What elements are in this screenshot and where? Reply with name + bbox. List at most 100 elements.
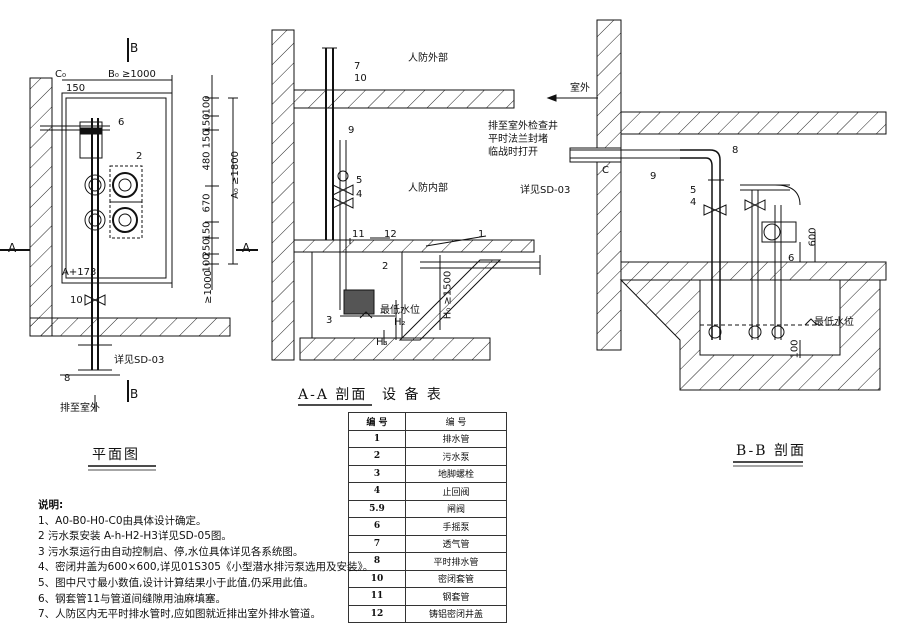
aa-title: A-A 剖面 — [298, 387, 368, 403]
bb-title: B-B 剖面 — [736, 443, 807, 459]
equipment-name: 污水泵 — [405, 447, 507, 466]
plan-pit-outline — [61, 92, 173, 284]
equipment-header-no: 编 号 — [348, 412, 406, 431]
bb-dim-600: 600 — [807, 227, 819, 247]
plan-dim-670: 670 — [201, 193, 213, 213]
plan-mark-2: 2 — [136, 151, 143, 162]
equipment-no: 3 — [348, 464, 406, 483]
aa-mark-3: 3 — [326, 315, 333, 326]
aa-zone-outside: 人防外部 — [408, 53, 448, 64]
aa-mark-2: 2 — [382, 261, 389, 272]
bb-min-level: 最低水位 — [814, 317, 854, 328]
notes-line: 1、A0-B0-H0-C0由具体设计确定。 — [38, 514, 207, 527]
plan-section-mark-a-right: A — [242, 241, 251, 255]
aa-pit-bottom — [299, 337, 491, 361]
plan-dim-480: 480 — [201, 151, 213, 171]
bb-left-wall — [596, 19, 622, 351]
bb-mark-4: 4 — [690, 197, 697, 208]
notes-line: 6、钢套管11与管道间缝隙用油麻填塞。 — [38, 592, 227, 605]
pump-1-outline — [84, 174, 106, 196]
aa-top-slab — [293, 89, 515, 109]
bb-note-line-2: 平时法兰封堵 — [488, 134, 548, 145]
plan-view — [0, 38, 258, 412]
plan-dim-b0: B₀ ≥1000 — [108, 69, 156, 80]
notes-block: 说明: 1、A0-B0-H0-C0由具体设计确定。 2 污水泵安装 A-h-H2… — [38, 498, 373, 623]
plan-mark-10: 10 — [70, 295, 83, 306]
plan-pit-inner — [65, 97, 167, 279]
plan-bottom-wall — [29, 317, 231, 337]
equipment-header-name: 编 号 — [405, 412, 507, 431]
equipment-name: 铸铝密闭井盖 — [405, 604, 507, 623]
bb-note-line-3: 临战时打开 — [488, 147, 538, 158]
bb-floor-slab — [620, 261, 887, 281]
bb-note-line-1: 排至室外检查井 — [488, 121, 558, 132]
aa-h2: H₂ — [394, 317, 406, 328]
aa-mark-1: 1 — [478, 229, 485, 240]
plan-see-ref: 详见SD-03 — [114, 355, 165, 366]
equipment-name: 钢套管 — [405, 587, 507, 606]
bb-mark-8: 8 — [732, 145, 739, 156]
aa-h3: H₃ — [376, 337, 388, 348]
plan-dim-c0: C₀ — [55, 69, 66, 80]
plan-left-wall — [29, 77, 53, 337]
aa-h0: H₀ ≥1500 — [442, 270, 454, 320]
equipment-name: 密闭套管 — [405, 569, 507, 588]
equipment-name: 排水管 — [405, 429, 507, 448]
plan-section-mark-b-bottom: B — [130, 387, 139, 401]
notes-line: 3 污水泵运行由自动控制启、停,水位具体详见各系统图。 — [38, 545, 304, 558]
aa-min-level: 最低水位 — [380, 305, 420, 316]
equipment-name: 地脚螺栓 — [405, 464, 507, 483]
equipment-title: 设 备 表 — [382, 387, 443, 403]
notes-line: 5、图中尺寸最小数值,设计计算结果小于此值,仍采用此值。 — [38, 576, 314, 589]
aa-mark-10: 10 — [354, 73, 367, 84]
aa-mark-4: 4 — [356, 189, 363, 200]
aa-mark-9: 9 — [348, 125, 355, 136]
aa-pump — [343, 289, 375, 315]
plan-dim-a-plus: A+173 — [62, 267, 97, 278]
plan-title: 平面图 — [92, 447, 140, 463]
plan-dim-ge1000: ≥1000 — [202, 270, 214, 304]
equipment-header-row: 编 号 编 号 — [348, 412, 507, 431]
bb-mark-9: 9 — [650, 171, 657, 182]
aa-zone-inside: 人防内部 — [408, 183, 448, 194]
aa-mark-11: 11 — [352, 229, 365, 240]
aa-mark-12: 12 — [384, 229, 397, 240]
plan-dim-100a: 100 — [201, 95, 213, 115]
plan-to-outdoor: 排至室外 — [60, 403, 100, 414]
plan-dim-150a: 150 — [66, 83, 86, 94]
equipment-name: 平时排水管 — [405, 552, 507, 571]
bb-see-ref: 详见SD-03 — [520, 185, 571, 196]
equipment-no: 2 — [348, 447, 406, 466]
equipment-name: 手摇泵 — [405, 517, 507, 536]
plan-mark-8: 8 — [64, 373, 71, 384]
pump-2-outline — [112, 172, 138, 198]
bb-outdoor: 室外 — [570, 83, 590, 94]
bb-top-slab — [620, 111, 887, 135]
equipment-name: 止回阀 — [405, 482, 507, 501]
bb-mark-6: 6 — [788, 253, 795, 264]
bb-pit-walls — [619, 279, 881, 391]
aa-left-wall — [271, 29, 295, 361]
notes-line: 2 污水泵安装 A-h-H2-H3详见SD-05图。 — [38, 530, 232, 543]
aa-mark-7: 7 — [354, 61, 361, 72]
aa-floor-slab — [293, 239, 535, 253]
bb-hand-pump — [761, 221, 797, 243]
plan-dim-150c: 150 — [201, 129, 213, 149]
plan-section-mark-b-top: B — [130, 41, 139, 55]
notes-title: 说明: — [38, 499, 64, 511]
aa-mark-5: 5 — [356, 175, 363, 186]
aa-section — [271, 29, 541, 361]
bb-dim-100: 100 — [789, 339, 801, 359]
equipment-name: 透气管 — [405, 534, 507, 553]
plan-dim-a0: A₀ ≥1800 — [229, 151, 241, 199]
